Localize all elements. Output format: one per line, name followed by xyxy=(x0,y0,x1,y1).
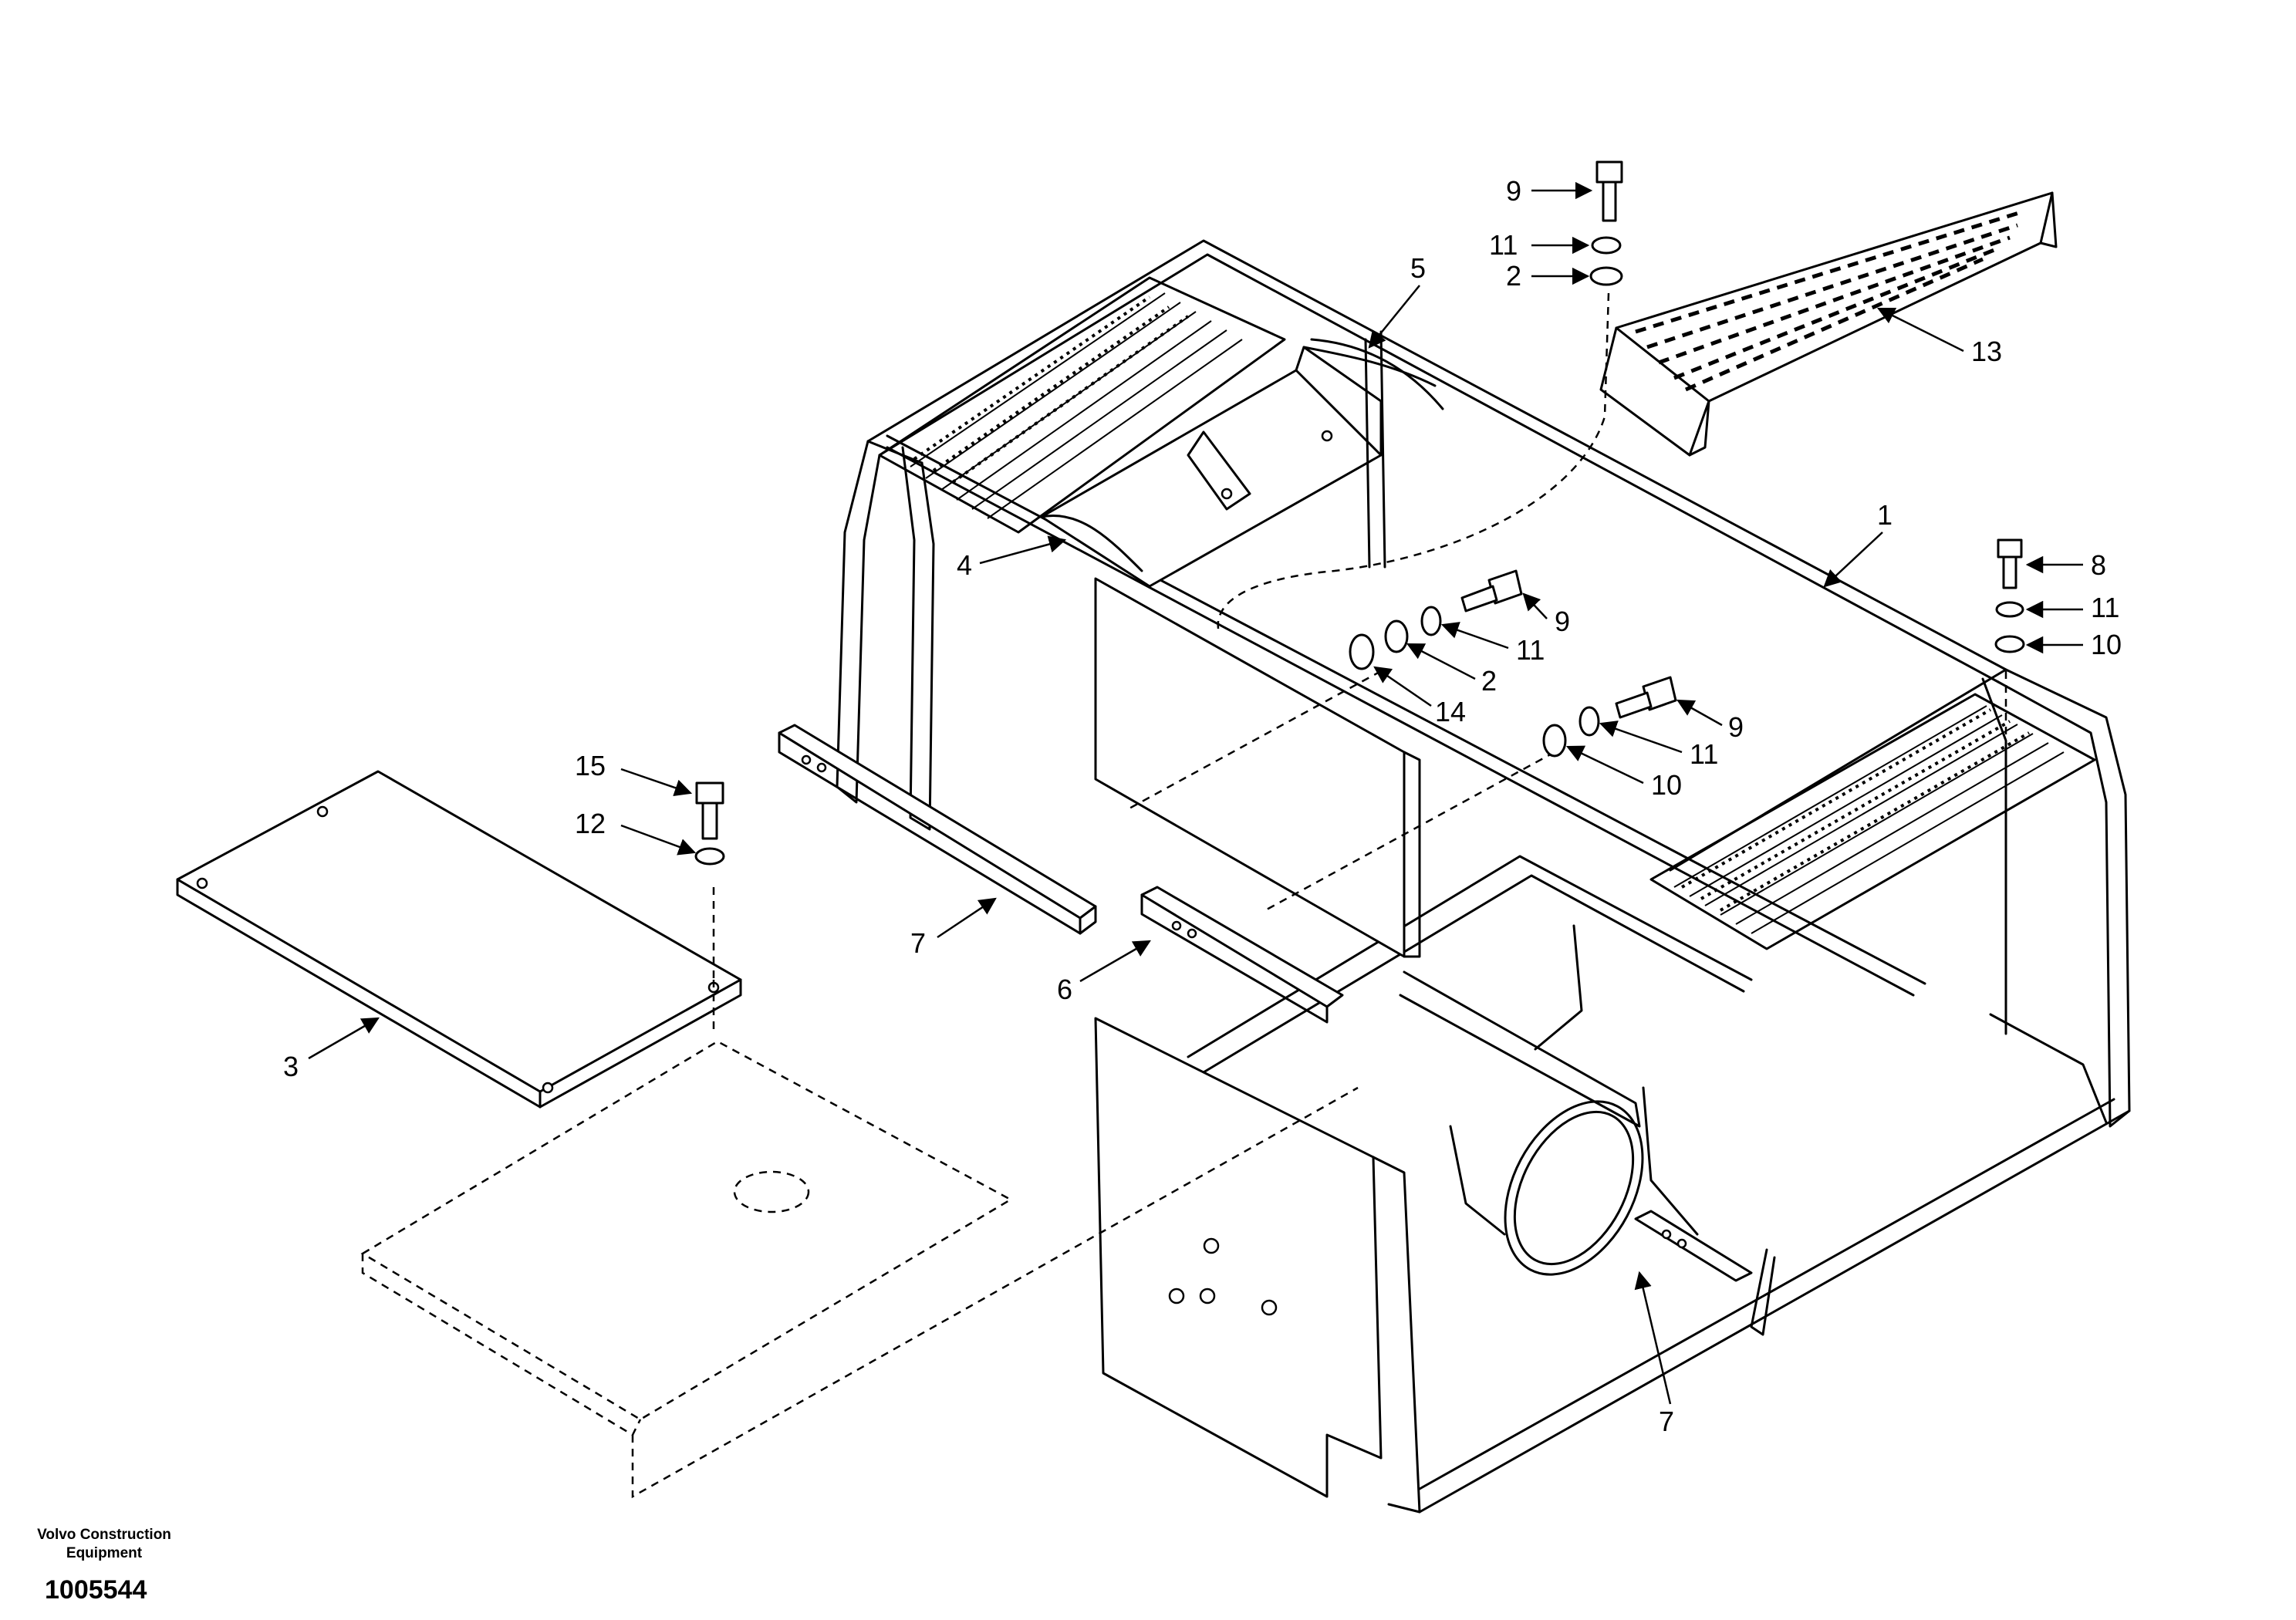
lock-washer-icon xyxy=(1420,606,1442,636)
callout-9-middle: 9 xyxy=(1555,606,1570,637)
callout-8: 8 xyxy=(2091,549,2106,581)
left-grille xyxy=(878,276,1286,534)
washer-icon xyxy=(1384,619,1409,653)
back-panel xyxy=(1094,577,1421,958)
front-end-panel xyxy=(1094,1017,1699,1514)
lock-washer-icon xyxy=(1578,706,1600,737)
callout-7: 7 xyxy=(910,927,926,959)
callout-11: 11 xyxy=(1489,229,1518,261)
callout-5: 5 xyxy=(1410,252,1426,284)
callout-7-right: 7 xyxy=(1659,1406,1674,1437)
callout-11-lower: 11 xyxy=(1690,738,1718,770)
manufacturer-label: Volvo Construction Equipment xyxy=(15,1526,193,1563)
document-number: 1005544 xyxy=(45,1575,147,1605)
washer-icon xyxy=(1994,635,2025,653)
callout-9: 9 xyxy=(1506,175,1521,207)
callout-4: 4 xyxy=(957,549,972,581)
lock-washer-icon xyxy=(694,847,725,866)
bolt-icon xyxy=(1997,538,2023,589)
callout-13: 13 xyxy=(1971,336,2002,367)
floor-plate xyxy=(176,770,742,1109)
washer-icon xyxy=(1542,724,1567,758)
callout-3: 3 xyxy=(283,1051,299,1082)
callout-10-right: 10 xyxy=(2091,629,2122,660)
lock-washer-icon xyxy=(1591,236,1622,255)
lock-washer-icon xyxy=(1995,601,2024,618)
callout-labels: 9 11 2 5 13 1 4 8 11 10 9 11 2 xyxy=(283,175,2122,1437)
assembly-lines xyxy=(712,292,2007,980)
callout-6: 6 xyxy=(1057,974,1072,1005)
bolt-icon xyxy=(1460,569,1523,613)
callout-11-middle: 11 xyxy=(1516,634,1545,666)
bolt-icon xyxy=(1595,160,1623,222)
perforated-cover xyxy=(1599,191,2058,457)
callout-14: 14 xyxy=(1435,696,1466,727)
callout-9-lower: 9 xyxy=(1728,711,1744,743)
callout-11-right: 11 xyxy=(2091,592,2119,623)
mounting-outline xyxy=(360,980,1359,1499)
washer-icon xyxy=(1589,266,1623,286)
manufacturer-line-1: Volvo Construction xyxy=(37,1527,171,1543)
callout-10-lower: 10 xyxy=(1651,769,1682,801)
callout-12: 12 xyxy=(575,808,606,839)
callout-2-middle: 2 xyxy=(1481,665,1497,697)
manufacturer-line-2: Equipment xyxy=(66,1545,143,1561)
callout-1: 1 xyxy=(1877,499,1893,531)
mounting-bars xyxy=(778,724,1753,1282)
bolt-icon xyxy=(695,781,724,840)
bolt-icon xyxy=(1615,676,1677,719)
cover-perforations xyxy=(1635,210,2022,392)
right-grille xyxy=(1649,693,2096,950)
washer-icon xyxy=(1349,633,1375,670)
callout-2: 2 xyxy=(1506,260,1521,292)
trough-bracket xyxy=(1040,330,1444,588)
callout-15: 15 xyxy=(575,750,606,781)
fasteners xyxy=(694,160,2025,866)
